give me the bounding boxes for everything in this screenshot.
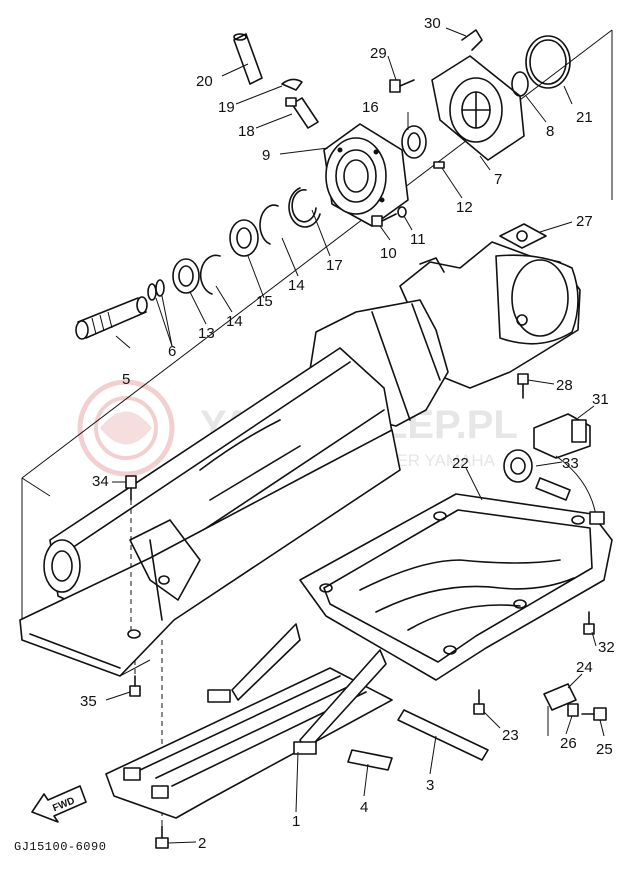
callout-31: 31 <box>592 391 609 408</box>
clip-24 <box>543 683 577 711</box>
callout-7: 7 <box>494 171 502 188</box>
callout-13: 13 <box>198 325 215 342</box>
ride-plate <box>299 493 613 681</box>
bolt-35 <box>129 660 141 697</box>
callout-21: 21 <box>576 109 593 126</box>
sensor-bracket-27 <box>499 223 547 249</box>
callout-16: 16 <box>362 99 379 116</box>
circlip-14b <box>259 204 279 245</box>
callout-10: 10 <box>380 245 397 262</box>
callout-19: 19 <box>218 99 235 116</box>
bracket-30 <box>461 29 483 51</box>
callout-27: 27 <box>576 213 593 230</box>
bolt-25 <box>581 707 607 721</box>
bolt-32 <box>583 611 595 635</box>
callout-8: 8 <box>546 123 554 140</box>
callout-numbers: 1 2 3 4 5 6 7 8 9 10 11 12 13 14 14 15 1… <box>80 15 615 852</box>
bolt-28 <box>517 373 529 399</box>
sensor-33 <box>503 449 571 501</box>
watermark-logo <box>77 379 175 477</box>
callout-2: 2 <box>198 835 206 852</box>
nut-26 <box>567 703 579 717</box>
callout-5: 5 <box>122 371 130 388</box>
callout-20: 20 <box>196 73 213 90</box>
hose-20 <box>233 33 263 85</box>
callout-18: 18 <box>238 123 255 140</box>
callout-11: 11 <box>410 231 426 248</box>
bearing-15 <box>229 219 259 257</box>
callout-26: 26 <box>560 735 577 752</box>
callout-22: 22 <box>452 455 469 472</box>
callout-17: 17 <box>326 257 343 274</box>
callout-23: 23 <box>502 727 519 744</box>
callout-14b: 14 <box>288 277 305 294</box>
connector-31 <box>533 413 591 459</box>
o-rings <box>147 279 165 301</box>
callout-4: 4 <box>360 799 368 816</box>
washer-11 <box>397 206 407 218</box>
callout-6: 6 <box>168 343 176 360</box>
pump-cover <box>431 55 525 161</box>
pump-housing <box>323 123 409 227</box>
clamp-19 <box>281 78 303 91</box>
callout-3: 3 <box>426 777 434 794</box>
catalog-code: GJ15100-6090 <box>14 840 106 854</box>
callout-25: 25 <box>596 741 613 758</box>
bolt-2 <box>155 640 169 849</box>
intake-housing <box>19 429 401 677</box>
bearing-16 <box>401 125 427 159</box>
jet-pump-body <box>309 241 581 427</box>
callout-1: 1 <box>292 813 300 830</box>
fitting-18 <box>285 97 319 129</box>
callout-29: 29 <box>370 45 387 62</box>
callout-34: 34 <box>92 473 109 490</box>
pump-shaft <box>75 296 148 340</box>
callout-35: 35 <box>80 693 97 710</box>
callout-28: 28 <box>556 377 573 394</box>
o-ring-21 <box>525 35 571 89</box>
bolt-29 <box>389 79 415 93</box>
intake-grate <box>105 623 393 819</box>
circlip-14a <box>199 254 221 295</box>
callout-9: 9 <box>262 147 270 164</box>
plate-3 <box>397 709 489 761</box>
callout-33: 33 <box>562 455 579 472</box>
callout-32: 32 <box>598 639 615 656</box>
leader-lines <box>105 27 605 844</box>
callout-14a: 14 <box>226 313 243 330</box>
bearing-13 <box>172 258 200 294</box>
callout-12: 12 <box>456 199 473 216</box>
fwd-arrow-icon: FWD <box>31 785 87 823</box>
bolt-23 <box>473 689 485 715</box>
callout-30: 30 <box>424 15 441 32</box>
wire-plug <box>589 511 605 525</box>
plate-4 <box>347 749 393 771</box>
sensor-wire <box>555 455 597 517</box>
bolt-10 <box>371 213 397 227</box>
snap-ring-17 <box>288 187 321 228</box>
callout-24: 24 <box>576 659 593 676</box>
pin-12 <box>433 161 445 169</box>
callout-15: 15 <box>256 293 273 310</box>
o-ring-8 <box>511 71 529 97</box>
